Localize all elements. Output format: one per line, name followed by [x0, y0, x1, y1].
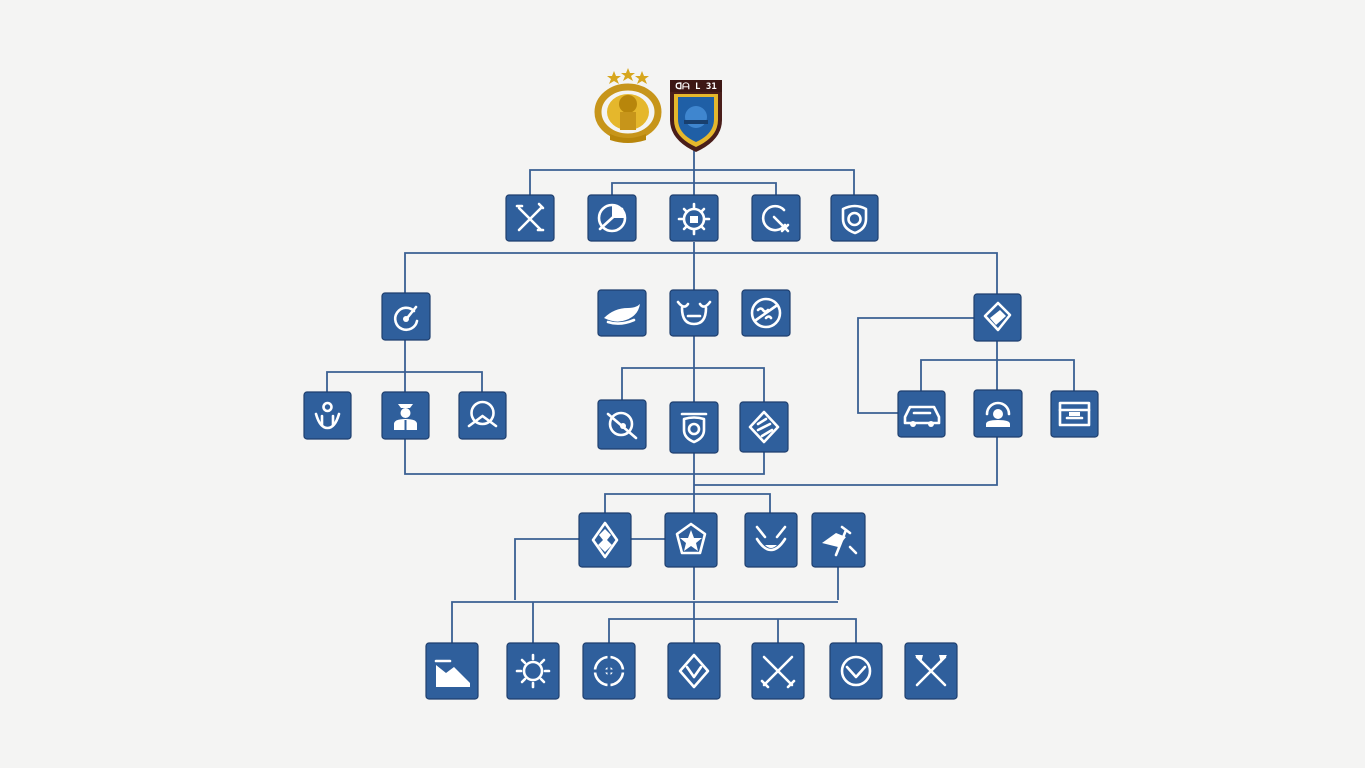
- police-shield-badge-logo: ᗡᗩ L 31: [670, 80, 722, 152]
- crossed-tools-icon: [515, 202, 545, 232]
- operator-icon: [985, 401, 1011, 427]
- flag-hammer-icon: [822, 525, 858, 557]
- figure-icon: [314, 401, 341, 430]
- node-l2a[interactable]: [303, 391, 352, 440]
- node-t4[interactable]: [751, 194, 801, 242]
- connector-top-bus: [529, 169, 855, 218]
- node-l2b[interactable]: [381, 391, 430, 440]
- map-board-icon: [1058, 401, 1091, 427]
- sun-gear-icon: [515, 653, 551, 689]
- connector-row2-bus: [404, 252, 998, 317]
- badge-text: ᗡᗩ L 31: [675, 81, 716, 92]
- gear-icon: [677, 202, 711, 236]
- node-b2[interactable]: [506, 642, 560, 700]
- node-b4[interactable]: [667, 642, 721, 700]
- node-t2[interactable]: [587, 194, 637, 242]
- org-chart-nodes: [303, 194, 1099, 700]
- node-t1[interactable]: [505, 194, 555, 242]
- node-b5[interactable]: [751, 642, 805, 700]
- target-ring-icon: [593, 655, 625, 687]
- police-star-emblem-icon: [594, 68, 662, 143]
- node-r2c[interactable]: [1050, 390, 1099, 438]
- leaf-diamond-icon: [591, 521, 619, 559]
- connector-right-branch: [857, 317, 997, 414]
- node-b1[interactable]: [425, 642, 479, 700]
- sos-icon: [750, 297, 782, 329]
- wing-icon: [604, 304, 640, 325]
- node-c2[interactable]: [669, 289, 719, 337]
- ring-chevron-icon: [840, 655, 872, 687]
- node-l2c[interactable]: [458, 391, 507, 440]
- node-c2b[interactable]: [669, 401, 719, 454]
- diamond-v-icon: [678, 653, 710, 689]
- mask-icon: [676, 300, 712, 326]
- node-b6[interactable]: [829, 642, 883, 700]
- vehicle-icon: [903, 405, 941, 427]
- node-m4[interactable]: [811, 512, 866, 568]
- node-m1[interactable]: [578, 512, 632, 568]
- node-m3[interactable]: [744, 512, 798, 568]
- crossed-axes-icon: [915, 655, 947, 687]
- crossed-swords-icon: [760, 655, 796, 689]
- connector-bottom-right-bus: [608, 618, 857, 670]
- shield-badge-icon: [841, 204, 868, 235]
- node-t3[interactable]: [669, 194, 719, 242]
- node-b3[interactable]: [582, 642, 636, 700]
- smile-mask-icon: [755, 525, 787, 552]
- node-c1[interactable]: [597, 289, 647, 337]
- search-wrench-icon: [761, 204, 790, 233]
- police-shield-badge-icon: ᗡᗩ L 31: [670, 80, 722, 152]
- node-r2b[interactable]: [973, 389, 1023, 438]
- node-r1[interactable]: [973, 293, 1022, 342]
- pie-chart-icon: [597, 203, 627, 233]
- node-c3[interactable]: [741, 289, 791, 337]
- diamond-hand-icon: [983, 301, 1012, 332]
- ramp-icon: [434, 659, 470, 687]
- hook-icon: [393, 305, 419, 332]
- node-b7[interactable]: [904, 642, 958, 700]
- node-m2[interactable]: [664, 512, 718, 568]
- node-t5[interactable]: [830, 194, 879, 242]
- chevron-diamond-icon: [748, 410, 780, 444]
- baton-icon: [606, 411, 638, 440]
- connector-right-bottom: [694, 437, 998, 486]
- ring-check-icon: [467, 400, 498, 428]
- officer-icon: [394, 404, 417, 430]
- connector-mid-left: [514, 538, 605, 600]
- node-r2a[interactable]: [897, 390, 946, 438]
- star-icon: [675, 522, 707, 555]
- node-c2c[interactable]: [739, 401, 789, 453]
- node-l1[interactable]: [381, 292, 431, 341]
- node-c2a[interactable]: [597, 399, 647, 450]
- police-badge-icon: [680, 412, 708, 444]
- connector-center-bus: [621, 367, 765, 427]
- police-star-emblem-logo: [594, 68, 662, 143]
